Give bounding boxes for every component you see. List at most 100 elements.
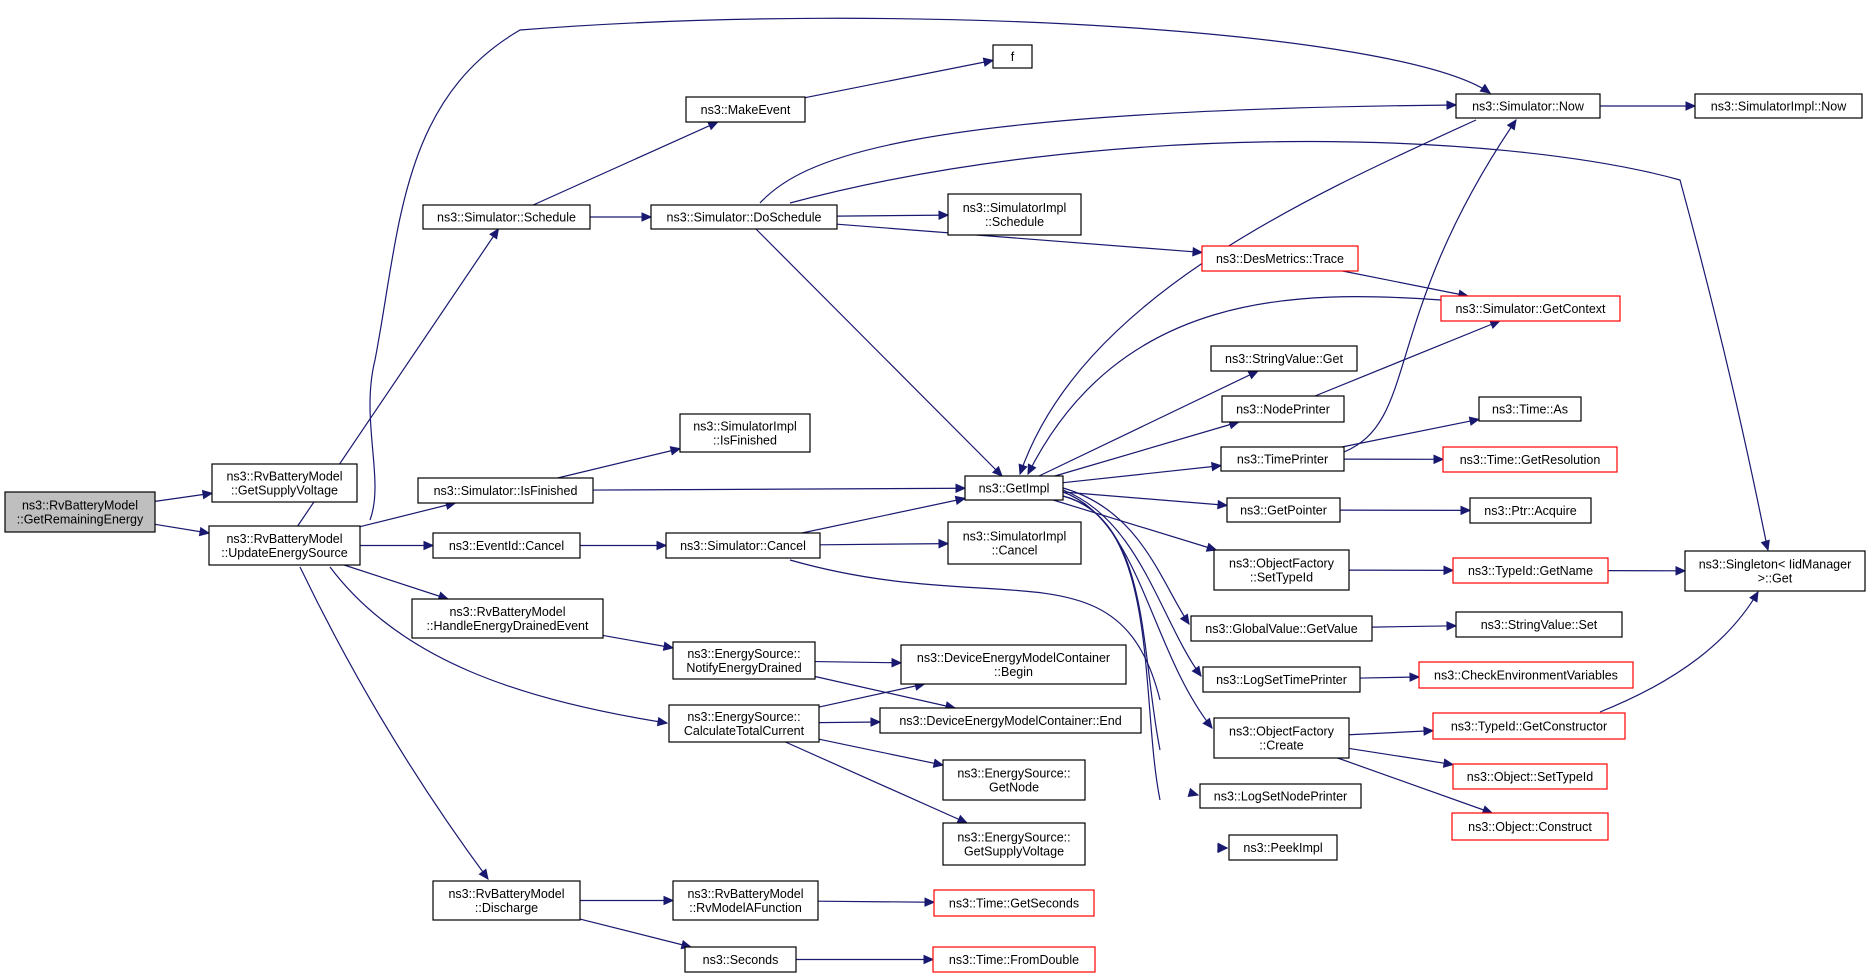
edge-path <box>1348 747 1454 766</box>
node-schedule[interactable]: ns3::Simulator::Schedule <box>422 204 591 230</box>
node-stringset[interactable]: ns3::StringValue::Set <box>1455 611 1623 638</box>
node-globalget[interactable]: ns3::GlobalValue::GetValue <box>1190 615 1373 642</box>
node-box <box>685 96 806 123</box>
node-doschedule[interactable]: ns3::Simulator::DoSchedule <box>650 204 838 230</box>
node-stringget[interactable]: ns3::StringValue::Get <box>1210 345 1358 372</box>
edge-path <box>1062 487 1190 625</box>
node-implcancel[interactable]: ns3::SimulatorImpl::Cancel <box>947 521 1082 565</box>
edge-path <box>836 223 1203 254</box>
node-handledrained[interactable]: ns3::RvBatteryModel::HandleEnergyDrained… <box>411 598 604 639</box>
edge-arrowhead <box>1760 539 1770 552</box>
edge-update-to-now <box>369 17 1492 521</box>
node-getsupply[interactable]: ns3::RvBatteryModel::GetSupplyVoltage <box>211 463 358 503</box>
node-logsettime[interactable]: ns3::LogSetTimePrinter <box>1202 666 1361 693</box>
node-ptracquire[interactable]: ns3::Ptr::Acquire <box>1469 497 1592 524</box>
edge-arrowhead <box>1027 463 1037 476</box>
node-f[interactable]: f <box>992 44 1033 69</box>
node-getnode[interactable]: ns3::EnergySource::GetNode <box>942 759 1086 801</box>
node-checkenv[interactable]: ns3::CheckEnvironmentVariables <box>1418 661 1634 689</box>
node-box <box>879 707 1142 734</box>
node-label: ::Begin <box>994 665 1033 679</box>
node-implschedule[interactable]: ns3::SimulatorImpl::Schedule <box>947 193 1082 236</box>
node-settypeid[interactable]: ns3::ObjectFactory::SetTypeId <box>1213 549 1350 591</box>
node-makeevent[interactable]: ns3::MakeEvent <box>685 96 806 123</box>
node-eventcancel[interactable]: ns3::EventId::Cancel <box>432 532 581 559</box>
node-root[interactable]: ns3::RvBatteryModel::GetRemainingEnergy <box>4 491 156 533</box>
node-simcancel[interactable]: ns3::Simulator::Cancel <box>665 532 821 559</box>
node-label: ns3::ObjectFactory <box>1229 557 1335 571</box>
node-nodeprinter[interactable]: ns3::NodePrinter <box>1221 395 1345 423</box>
node-rvmodel[interactable]: ns3::RvBatteryModel::RvModelAFunction <box>672 880 819 921</box>
edge-path <box>819 543 949 546</box>
edge-arrowhead <box>991 465 1003 477</box>
node-getseconds[interactable]: ns3::Time::GetSeconds <box>933 889 1095 917</box>
node-notifydrained[interactable]: ns3::EnergySource::NotifyEnergyDrained <box>672 641 816 680</box>
node-getcontext[interactable]: ns3::Simulator::GetContext <box>1440 295 1621 322</box>
node-label: ns3::TimePrinter <box>1237 453 1328 467</box>
node-timeprinter[interactable]: ns3::TimePrinter <box>1220 446 1345 472</box>
node-getconstructor[interactable]: ns3::TypeId::GetConstructor <box>1432 712 1626 740</box>
node-implisfinished[interactable]: ns3::SimulatorImpl::IsFinished <box>679 413 811 453</box>
node-box <box>679 413 811 453</box>
edge-arrowhead <box>954 495 967 506</box>
edge-isfinished-to-getimpl <box>592 483 967 494</box>
node-fromdouble[interactable]: ns3::Time::FromDouble <box>932 946 1096 973</box>
node-objsettypeid[interactable]: ns3::Object::SetTypeId <box>1452 763 1608 790</box>
edge-arrowhead <box>1202 717 1213 729</box>
node-logsetnode[interactable]: ns3::LogSetNodePrinter <box>1199 783 1362 809</box>
edge-calctotal-to-devend <box>818 717 882 727</box>
node-seconds[interactable]: ns3::Seconds <box>684 946 797 973</box>
edge-update-to-discharge <box>299 566 489 880</box>
node-desmetrics[interactable]: ns3::DesMetrics::Trace <box>1201 245 1359 272</box>
node-getimpl[interactable]: ns3::GetImpl <box>964 475 1064 501</box>
node-singleton[interactable]: ns3::Singleton< IidManager>::Get <box>1684 550 1866 592</box>
edge-path <box>789 140 1769 551</box>
node-calctotal[interactable]: ns3::EnergySource::CalculateTotalCurrent <box>668 704 820 743</box>
edge-doschedule-to-getimpl <box>755 228 1003 477</box>
edge-path <box>532 121 718 206</box>
node-label: ns3::StringValue::Get <box>1225 352 1343 366</box>
edge-getcontext-to-getimpl <box>1027 296 1442 476</box>
node-label: ns3::RvBatteryModel <box>687 887 803 901</box>
node-box <box>432 532 581 559</box>
node-label: ns3::SimulatorImpl <box>963 201 1067 215</box>
node-box <box>1469 497 1592 524</box>
edge-path <box>1062 495 1161 801</box>
node-peekimpl[interactable]: ns3::PeekImpl <box>1228 834 1338 861</box>
edge-path <box>1027 296 1442 475</box>
node-timeas[interactable]: ns3::Time::As <box>1478 396 1582 422</box>
node-box <box>1226 497 1341 523</box>
node-devend[interactable]: ns3::DeviceEnergyModelContainer::End <box>879 707 1142 734</box>
node-label: ns3::RvBatteryModel <box>22 499 138 513</box>
node-label: ns3::RvBatteryModel <box>448 887 564 901</box>
node-label: ns3::DeviceEnergyModelContainer <box>917 651 1110 665</box>
edge-arrowhead <box>489 227 500 240</box>
edge-doschedule-to-now <box>759 100 1458 204</box>
node-isfinished[interactable]: ns3::Simulator::IsFinished <box>417 477 594 504</box>
edge-globalget-to-stringset <box>1371 621 1458 631</box>
edge-path <box>579 918 692 948</box>
node-now[interactable]: ns3::Simulator::Now <box>1455 93 1601 119</box>
edge-path <box>299 566 489 880</box>
edge-eventcancel-to-simcancel <box>580 540 668 551</box>
node-label: ::GetSupplyVoltage <box>231 484 338 498</box>
node-box <box>672 880 819 921</box>
node-box <box>1201 245 1359 272</box>
node-devbegin[interactable]: ns3::DeviceEnergyModelContainer::Begin <box>900 644 1127 685</box>
node-box <box>1455 611 1623 638</box>
node-objconstruct[interactable]: ns3::Object::Construct <box>1451 812 1609 841</box>
node-discharge[interactable]: ns3::RvBatteryModel::Discharge <box>432 880 581 921</box>
edge-arrowhead <box>1446 621 1458 631</box>
node-ofcreate[interactable]: ns3::ObjectFactory::Create <box>1213 717 1350 759</box>
edge-timeprinter-to-getresolution <box>1343 454 1445 465</box>
node-getresolution[interactable]: ns3::Time::GetResolution <box>1442 446 1618 473</box>
node-update[interactable]: ns3::RvBatteryModel::UpdateEnergySource <box>208 525 361 566</box>
node-box <box>947 193 1082 236</box>
node-box <box>1694 93 1863 119</box>
node-getpointer[interactable]: ns3::GetPointer <box>1226 497 1341 523</box>
node-typeidgetname[interactable]: ns3::TypeId::GetName <box>1452 557 1609 584</box>
node-label: ns3::Object::SetTypeId <box>1467 770 1594 784</box>
node-esgetsupply[interactable]: ns3::EnergySource::GetSupplyVoltage <box>942 822 1086 866</box>
node-label: ns3::Simulator::Now <box>1472 100 1585 114</box>
node-implnow[interactable]: ns3::SimulatorImpl::Now <box>1694 93 1863 119</box>
